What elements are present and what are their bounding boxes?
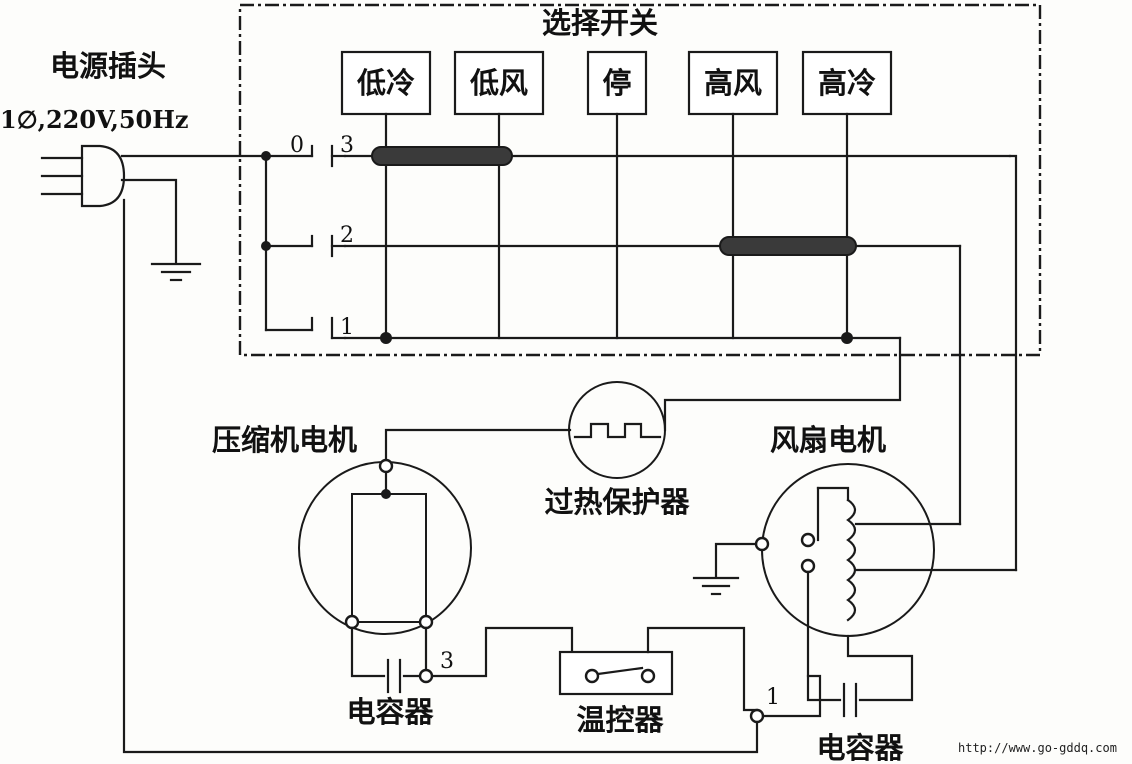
terminal-0-label: 0: [290, 133, 304, 158]
high-fan-label: 高风: [704, 66, 762, 100]
terminal-3-label: 3: [340, 133, 354, 158]
switch-position-low-cool: 低冷: [340, 50, 432, 116]
thermostat-label: 温控器: [576, 703, 664, 737]
contact-bar-low: [371, 146, 513, 166]
compressor-motor-label: 压缩机电机: [212, 423, 357, 457]
terminal-1-label: 1: [340, 315, 354, 340]
selector-switch-title: 选择开关: [542, 6, 658, 40]
high-cool-label: 高冷: [818, 66, 876, 100]
contact-bar-high: [719, 236, 857, 256]
capacitor-left-label: 电容器: [346, 695, 434, 729]
power-spec-label: 1∅,220V,50Hz: [0, 105, 189, 134]
fan-motor-label: 风扇电机: [770, 423, 886, 457]
ground-icon-plug: [150, 262, 202, 282]
switch-position-low-fan: 低风: [453, 50, 545, 116]
low-fan-label: 低风: [469, 66, 528, 100]
switch-position-high-cool: 高冷: [801, 50, 893, 116]
overheat-protector-label: 过热保护器: [544, 485, 690, 519]
overheat-protector: [568, 381, 666, 479]
watermark: http://www.go-gddq.com: [958, 741, 1117, 755]
compressor-motor: [298, 458, 472, 635]
low-cool-label: 低冷: [356, 66, 415, 100]
capacitor-right-label: 电容器: [816, 731, 904, 764]
power-plug-label: 电源插头: [50, 49, 166, 83]
thermostat: [558, 650, 674, 696]
ground-icon-fan: [692, 576, 740, 596]
power-plug-icon: [40, 144, 126, 208]
terminal-2-label: 2: [340, 223, 354, 248]
fan-terminal-1: 1: [766, 685, 780, 710]
switch-enclosure: [238, 3, 1042, 357]
fan-motor: [754, 463, 1018, 637]
switch-position-high-fan: 高风: [687, 50, 779, 116]
switch-position-stop: 停: [586, 50, 648, 116]
stop-label: 停: [602, 66, 631, 100]
compressor-terminal-3: 3: [440, 649, 454, 674]
